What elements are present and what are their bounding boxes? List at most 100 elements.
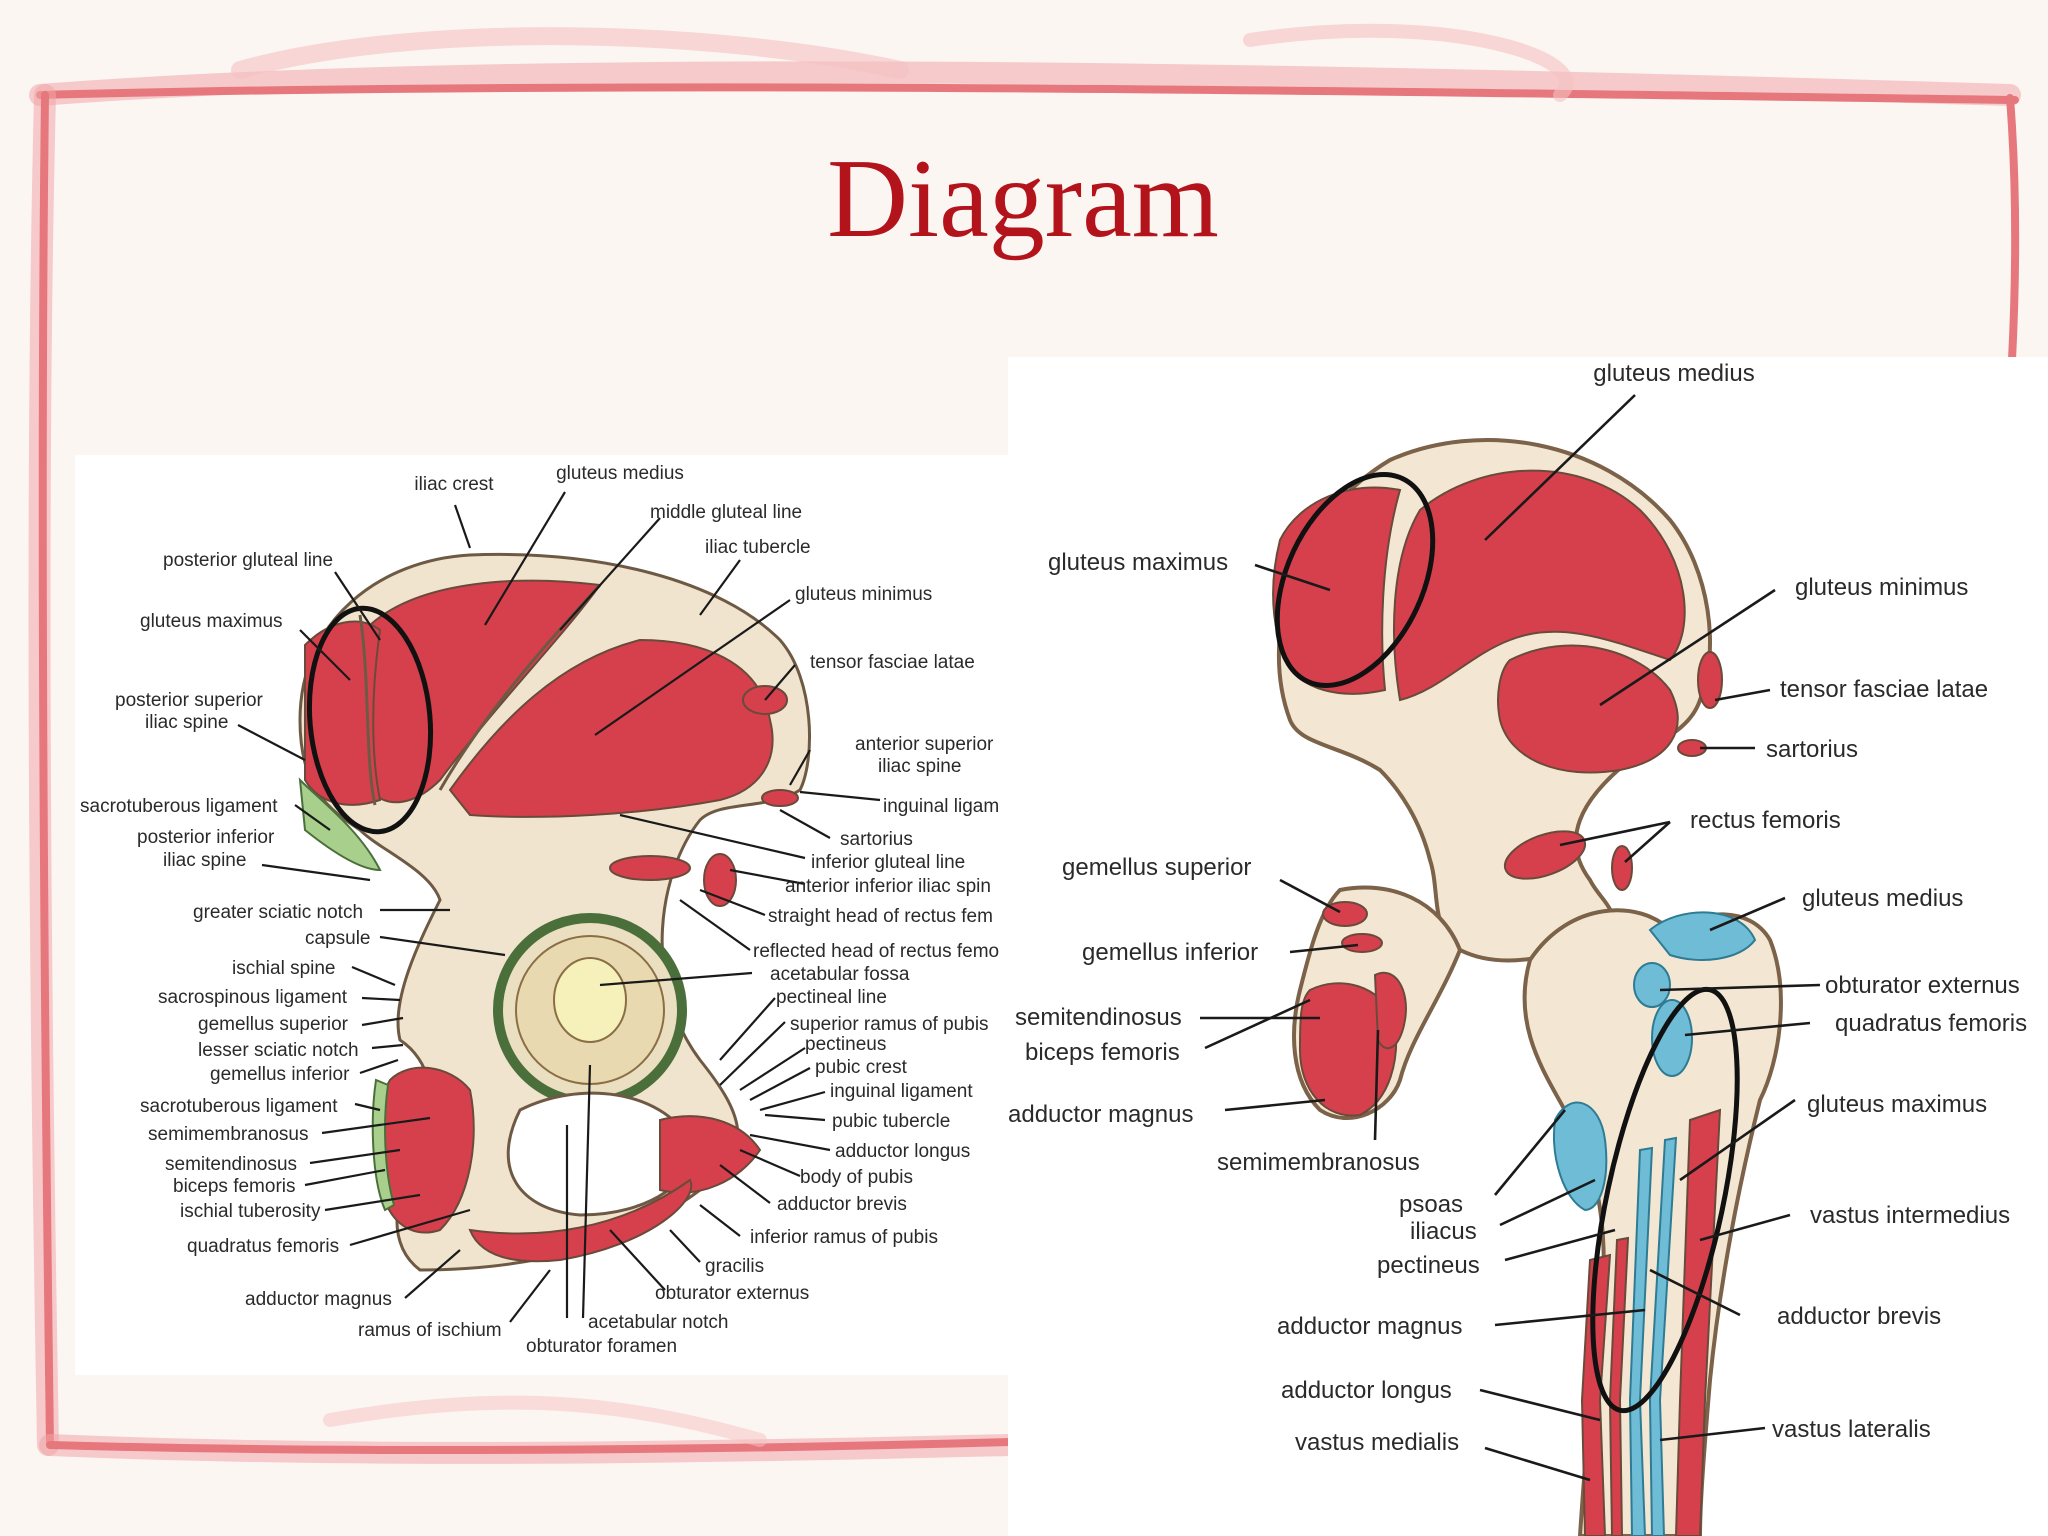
- label-lesser-sciatic-notch: lesser sciatic notch: [198, 1040, 359, 1061]
- label-pubic-tubercle: pubic tubercle: [832, 1111, 950, 1132]
- label-anterior-superior: anterior superior: [855, 734, 994, 755]
- label-semimembranosus: semimembranosus: [148, 1124, 309, 1145]
- label-obturator-externus: obturator externus: [655, 1283, 809, 1304]
- label-r-vastus-lateralis: vastus lateralis: [1772, 1416, 1931, 1443]
- gemellus-inferior-area: [1341, 933, 1383, 953]
- obturator-externus-insertion: [1633, 962, 1671, 1008]
- label-body-of-pubis: body of pubis: [800, 1167, 913, 1188]
- label-r-gluteus-medius-2: gluteus medius: [1802, 885, 1963, 912]
- right-gluteus-medius-area: [1393, 469, 1686, 702]
- inferior-ramus-muscles: [468, 1178, 693, 1263]
- psoas-iliacus-insertion: [1553, 1101, 1608, 1212]
- label-asis-iliac-spine: iliac spine: [878, 756, 961, 777]
- label-reflected-head-rectus: reflected head of rectus femo: [753, 941, 999, 962]
- label-gemellus-inferior: gemellus inferior: [210, 1064, 350, 1085]
- label-r-semitendinosus: semitendinosus: [1015, 1004, 1182, 1031]
- right-tensor-fasciae-latae-area: [1697, 651, 1723, 709]
- right-labels: gluteus medius gluteus maximus gluteus m…: [1008, 360, 2027, 1456]
- label-iliac-tubercle: iliac tubercle: [705, 537, 811, 558]
- label-obturator-foramen: obturator foramen: [526, 1336, 677, 1357]
- label-acetabular-notch: acetabular notch: [588, 1312, 729, 1333]
- label-gemellus-superior: gemellus superior: [198, 1014, 349, 1035]
- label-biceps-femoris: biceps femoris: [173, 1176, 296, 1197]
- label-posterior-gluteal-line: posterior gluteal line: [163, 550, 333, 571]
- linea-aspera-strip-1: [1628, 1146, 1654, 1536]
- label-gluteus-maximus: gluteus maximus: [140, 611, 283, 632]
- label-r-adductor-brevis: adductor brevis: [1777, 1303, 1941, 1330]
- linea-aspera-strip-2: [1648, 1136, 1678, 1536]
- label-gluteus-medius: gluteus medius: [556, 463, 684, 484]
- right-leader-lines: [1200, 394, 1821, 1482]
- label-gracilis: gracilis: [705, 1256, 764, 1277]
- label-posterior-inferior: posterior inferior: [137, 827, 275, 848]
- label-sacrotuberous-ligament-2: sacrotuberous ligament: [140, 1096, 338, 1117]
- label-r-adductor-magnus-2: adductor magnus: [1277, 1313, 1462, 1340]
- right-gluteus-medius-insertion: [1648, 911, 1757, 961]
- label-adductor-brevis: adductor brevis: [777, 1194, 907, 1215]
- label-posterior-superior: posterior superior: [115, 690, 264, 711]
- label-inferior-gluteal-line: inferior gluteal line: [811, 852, 965, 873]
- label-capsule: capsule: [305, 928, 371, 949]
- label-r-adductor-longus: adductor longus: [1281, 1377, 1452, 1404]
- label-r-vastus-medialis: vastus medialis: [1295, 1429, 1459, 1456]
- label-r-biceps-femoris: biceps femoris: [1025, 1039, 1180, 1066]
- label-tensor-fasciae-latae: tensor fasciae latae: [810, 652, 975, 673]
- hamstring-origin-area: [1298, 982, 1398, 1117]
- label-r-iliacus: iliacus: [1410, 1218, 1477, 1245]
- right-femur-diagram: gluteus medius gluteus maximus gluteus m…: [1008, 357, 2048, 1536]
- label-sartorius: sartorius: [840, 829, 913, 850]
- rectus-femoris-straight-head: [609, 855, 691, 881]
- label-acetabular-fossa: acetabular fossa: [770, 964, 910, 985]
- label-r-gemellus-inferior: gemellus inferior: [1082, 939, 1258, 966]
- label-r-rectus-femoris: rectus femoris: [1690, 807, 1841, 834]
- label-sacrospinous-ligament: sacrospinous ligament: [158, 987, 348, 1008]
- label-adductor-longus: adductor longus: [835, 1141, 970, 1162]
- label-r-sartorius: sartorius: [1766, 736, 1858, 763]
- label-r-tensor-fasciae-latae: tensor fasciae latae: [1780, 676, 1988, 703]
- label-r-vastus-intermedius: vastus intermedius: [1810, 1202, 2010, 1229]
- label-greater-sciatic-notch: greater sciatic notch: [193, 902, 363, 923]
- slide-title: Diagram: [827, 137, 1219, 261]
- rectus-femoris-reflected-head: [703, 853, 737, 907]
- label-r-adductor-magnus-1: adductor magnus: [1008, 1101, 1193, 1128]
- label-gluteus-minimus: gluteus minimus: [795, 584, 932, 605]
- right-rectus-femoris-reflected: [1611, 845, 1633, 891]
- label-superior-ramus-pubis: superior ramus of pubis: [790, 1014, 989, 1035]
- label-middle-gluteal-line: middle gluteal line: [650, 502, 802, 523]
- right-gluteus-minimus-area: [1497, 644, 1679, 774]
- left-labels: iliac crest gluteus medius middle glutea…: [80, 463, 999, 1357]
- label-sacrotuberous-ligament-1: sacrotuberous ligament: [80, 796, 278, 817]
- left-leader-lines: [237, 491, 881, 1323]
- label-ischial-tuberosity: ischial tuberosity: [180, 1201, 321, 1222]
- label-piis-iliac-spine: iliac spine: [163, 850, 246, 871]
- label-r-gemellus-superior: gemellus superior: [1062, 854, 1251, 881]
- label-semitendinosus: semitendinosus: [165, 1154, 297, 1175]
- label-inferior-ramus-pubis: inferior ramus of pubis: [750, 1227, 938, 1248]
- label-r-gluteus-maximus-2: gluteus maximus: [1807, 1091, 1987, 1118]
- posterior-gluteal-line: [358, 614, 377, 806]
- label-adductor-magnus: adductor magnus: [245, 1289, 392, 1310]
- gluteus-minimus-area: [448, 638, 774, 818]
- label-r-semimembranosus: semimembranosus: [1217, 1149, 1420, 1176]
- sacrotuberous-ligament-area: [298, 777, 382, 872]
- label-inguinal-ligament-2: inguinal ligament: [830, 1081, 973, 1102]
- label-r-pectineus: pectineus: [1377, 1252, 1480, 1279]
- label-psis-iliac-spine: iliac spine: [145, 712, 228, 733]
- label-r-gluteus-maximus-1: gluteus maximus: [1048, 549, 1228, 576]
- label-iliac-crest: iliac crest: [414, 474, 494, 495]
- adductor-magnus-origin-area: [1373, 971, 1407, 1050]
- label-r-quadratus-femoris: quadratus femoris: [1835, 1010, 2027, 1037]
- label-r-gluteus-medius-1: gluteus medius: [1593, 360, 1754, 387]
- label-pectineal-line: pectineal line: [776, 987, 887, 1008]
- vastus-lateralis-strip: [1674, 1108, 1722, 1536]
- left-hip-bone-diagram: iliac crest gluteus medius middle glutea…: [75, 455, 1010, 1375]
- quadratus-femoris-insertion: [1651, 999, 1693, 1077]
- label-r-psoas: psoas: [1399, 1191, 1463, 1218]
- label-pubic-crest: pubic crest: [815, 1057, 908, 1078]
- label-ischial-spine: ischial spine: [232, 958, 336, 979]
- label-quadratus-femoris: quadratus femoris: [187, 1236, 339, 1257]
- vastus-medialis-strip: [1580, 1253, 1612, 1536]
- label-straight-head-rectus: straight head of rectus fem: [768, 906, 993, 927]
